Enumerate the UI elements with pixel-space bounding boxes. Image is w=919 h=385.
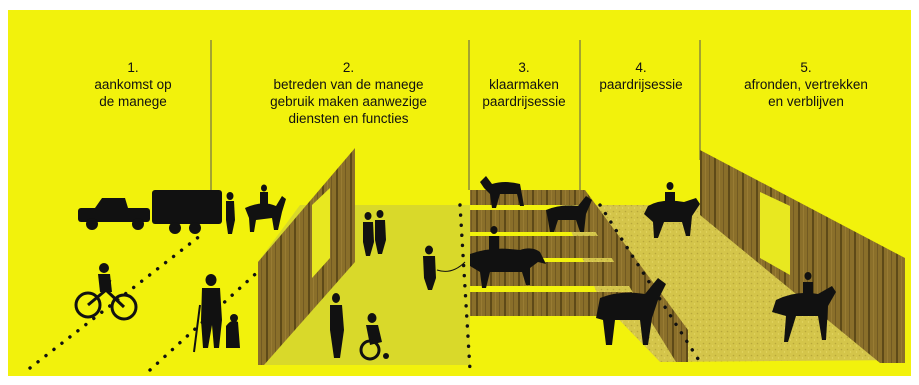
cyclist-icon	[74, 263, 138, 321]
woman-walking-icon	[330, 293, 344, 358]
standing-horse-icon	[596, 278, 666, 345]
hall-wall	[258, 148, 355, 365]
dog-icon	[226, 314, 240, 348]
stage-3-label: 3. klaarmaken paardrijsessie	[468, 42, 580, 110]
horse-stall-2-icon	[546, 196, 592, 232]
person-leading-horse-icon	[423, 245, 466, 290]
stage-1-text: aankomst op de manege	[94, 77, 172, 109]
stage-4-number: 4.	[635, 60, 647, 75]
horse-with-rider-icon	[470, 226, 546, 288]
arena-wall	[700, 150, 905, 363]
stage-4-text: paardrijsessie	[599, 77, 683, 92]
stage-1-label: 1. aankomst op de manege	[58, 42, 208, 110]
stage-3-text: klaarmaken paardrijsessie	[482, 77, 566, 109]
silhouettes	[74, 176, 836, 361]
stage-1-number: 1.	[127, 60, 139, 75]
stage-4-label: 4. paardrijsessie	[582, 42, 700, 93]
arena-rider-1-icon	[644, 182, 700, 238]
stage-5-number: 5.	[800, 60, 812, 75]
pickup-truck-icon	[78, 198, 150, 230]
horse-trailer-icon	[152, 190, 222, 234]
stable-side-wall	[585, 190, 688, 362]
stage-2-text: betreden van de manege gebruik maken aan…	[270, 77, 427, 126]
hall-door	[312, 188, 330, 278]
wheelchair-user-icon	[359, 313, 389, 361]
arena-door	[760, 192, 790, 275]
person-with-horse-icon	[226, 184, 286, 234]
stage-5-label: 5. afronden, vertrekken en verblijven	[706, 42, 906, 110]
stage-2-number: 2.	[342, 60, 355, 75]
arena-rider-2-icon	[772, 272, 836, 342]
stage-3-number: 3.	[518, 60, 530, 75]
stage-2-label: 2. betreden van de manege gebruik maken …	[236, 42, 461, 127]
person-with-cane-icon	[193, 274, 222, 353]
two-people-walking-icon	[363, 210, 386, 256]
path-dotted-line-right	[598, 203, 702, 364]
stage-5-text: afronden, vertrekken en verblijven	[744, 77, 868, 109]
horse-stall-1-icon	[480, 176, 524, 208]
